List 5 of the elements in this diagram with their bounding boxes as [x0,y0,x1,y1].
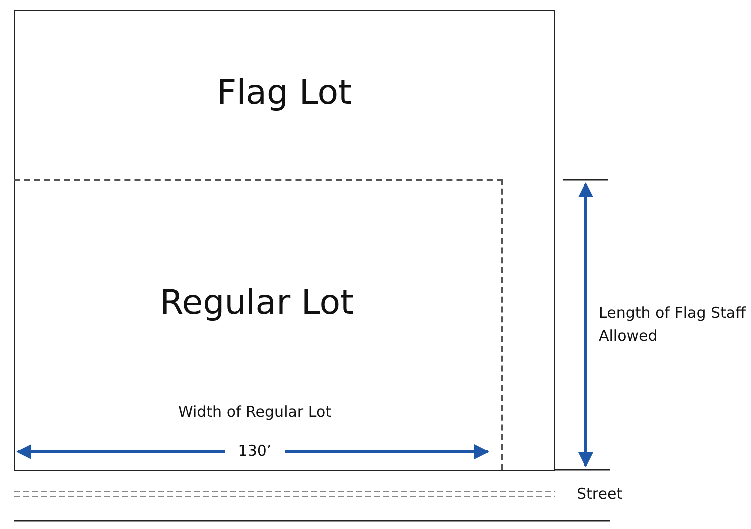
lot-label: Regular Lot [159,283,355,323]
dimension-label: Length of Flag Staff Allowed [599,303,748,347]
dimension-label: Width of Regular Lot [177,403,333,422]
street-label: Street [577,485,624,504]
lot-label: Flag Lot [216,73,353,113]
